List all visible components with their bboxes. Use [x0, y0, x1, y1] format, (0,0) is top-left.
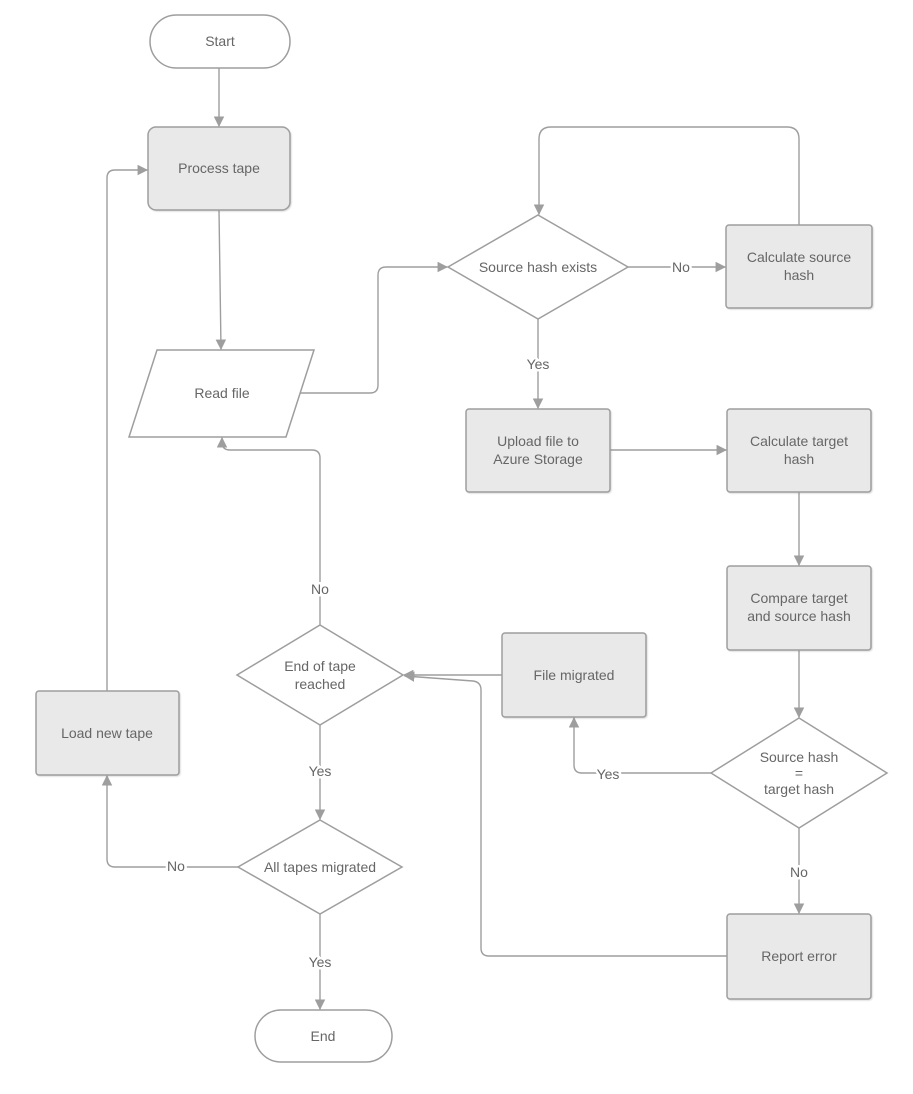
- node-calculate-source-hash-label-line2: hash: [784, 267, 814, 283]
- edge-labels-layer: No Yes No Yes Yes No No Yes: [165, 257, 811, 973]
- edge-read-file-to-source-hash-exists: [299, 261, 449, 394]
- edge-label-source-hash-exists-yes: Yes: [527, 356, 550, 372]
- edge-label-end-of-tape-yes: Yes: [309, 763, 332, 779]
- edge-all-tapes-no-to-load-new-tape: [101, 774, 239, 868]
- node-report-error-label: Report error: [761, 948, 837, 964]
- node-start-label: Start: [205, 33, 235, 49]
- node-source-hash-exists-label: Source hash exists: [479, 259, 597, 275]
- edge-report-error-to-end-of-tape: [403, 671, 728, 957]
- report-error-shape: [726, 913, 872, 1000]
- edge-process-tape-to-read-file: [215, 209, 227, 351]
- edge-hash-match-yes-to-file-migrated: [568, 716, 712, 774]
- node-source-hash-exists: Source hash exists: [446, 214, 630, 320]
- all-tapes-migrated-diamond-shape: [236, 819, 404, 915]
- node-end: End: [254, 1009, 393, 1063]
- node-end-of-tape-label-line1: End of tape: [284, 658, 356, 674]
- node-calculate-target-hash-label-line1: Calculate target: [750, 433, 848, 449]
- node-end-of-tape: End of tape reached: [235, 624, 405, 726]
- node-process-tape: Process tape: [147, 126, 291, 211]
- node-end-of-tape-label-line2: reached: [295, 676, 346, 692]
- node-compare-hashes: Compare target and source hash: [726, 565, 872, 651]
- start-terminator-shape: [149, 14, 291, 69]
- node-hash-match-label-line2: =: [795, 765, 803, 781]
- node-compare-hashes-label-line2: and source hash: [747, 608, 851, 624]
- node-upload-file: Upload file to Azure Storage: [465, 408, 611, 493]
- edge-load-new-tape-to-process-tape: [106, 164, 149, 692]
- node-load-new-tape-label: Load new tape: [61, 725, 153, 741]
- calculate-target-hash-shape: [726, 408, 872, 493]
- node-upload-file-label-line1: Upload file to: [497, 433, 579, 449]
- node-read-file-label: Read file: [194, 385, 249, 401]
- source-hash-exists-diamond-shape: [446, 214, 630, 320]
- node-compare-hashes-label-line1: Compare target: [750, 590, 847, 606]
- node-load-new-tape: Load new tape: [35, 690, 180, 776]
- edge-label-source-hash-exists-no: No: [672, 259, 690, 275]
- node-all-tapes-migrated-label: All tapes migrated: [264, 859, 376, 875]
- compare-hashes-shape: [726, 565, 872, 651]
- node-start: Start: [149, 14, 291, 69]
- edges-layer: [101, 67, 805, 1011]
- edge-label-end-of-tape-no: No: [311, 581, 329, 597]
- load-new-tape-shape: [35, 690, 180, 776]
- node-hash-match-label-line1: Source hash: [760, 749, 839, 765]
- nodes-layer: Start Process tape Read file Source hash…: [35, 14, 889, 1063]
- node-read-file: Read file: [127, 349, 316, 438]
- hash-match-diamond-shape: [709, 717, 889, 829]
- node-file-migrated-label: File migrated: [534, 667, 615, 683]
- end-terminator-shape: [254, 1009, 393, 1063]
- node-file-migrated: File migrated: [501, 632, 647, 718]
- node-upload-file-label-line2: Azure Storage: [493, 451, 583, 467]
- node-calculate-source-hash: Calculate source hash: [725, 224, 873, 309]
- node-report-error: Report error: [726, 913, 872, 1000]
- node-process-tape-label: Process tape: [178, 160, 260, 176]
- edge-label-hash-match-yes: Yes: [597, 766, 620, 782]
- process-tape-shape: [147, 126, 291, 211]
- node-hash-match-label-line3: target hash: [764, 781, 834, 797]
- file-migrated-shape: [501, 632, 647, 718]
- node-end-label: End: [311, 1028, 336, 1044]
- node-all-tapes-migrated: All tapes migrated: [236, 819, 404, 915]
- node-calculate-target-hash: Calculate target hash: [726, 408, 872, 493]
- node-calculate-target-hash-label-line2: hash: [784, 451, 814, 467]
- edge-label-all-tapes-yes: Yes: [309, 954, 332, 970]
- upload-file-shape: [465, 408, 611, 493]
- node-hash-match: Source hash = target hash: [709, 717, 889, 829]
- read-file-parallelogram-shape: [127, 349, 316, 438]
- calculate-source-hash-shape: [725, 224, 873, 309]
- end-of-tape-diamond-shape: [235, 624, 405, 726]
- edge-label-all-tapes-no: No: [167, 858, 185, 874]
- edge-label-hash-match-no: No: [790, 864, 808, 880]
- edge-calculate-source-hash-loop-to-source-hash-exists: [533, 126, 800, 226]
- edge-end-of-tape-no-to-read-file: [216, 436, 321, 626]
- node-calculate-source-hash-label-line1: Calculate source: [747, 249, 851, 265]
